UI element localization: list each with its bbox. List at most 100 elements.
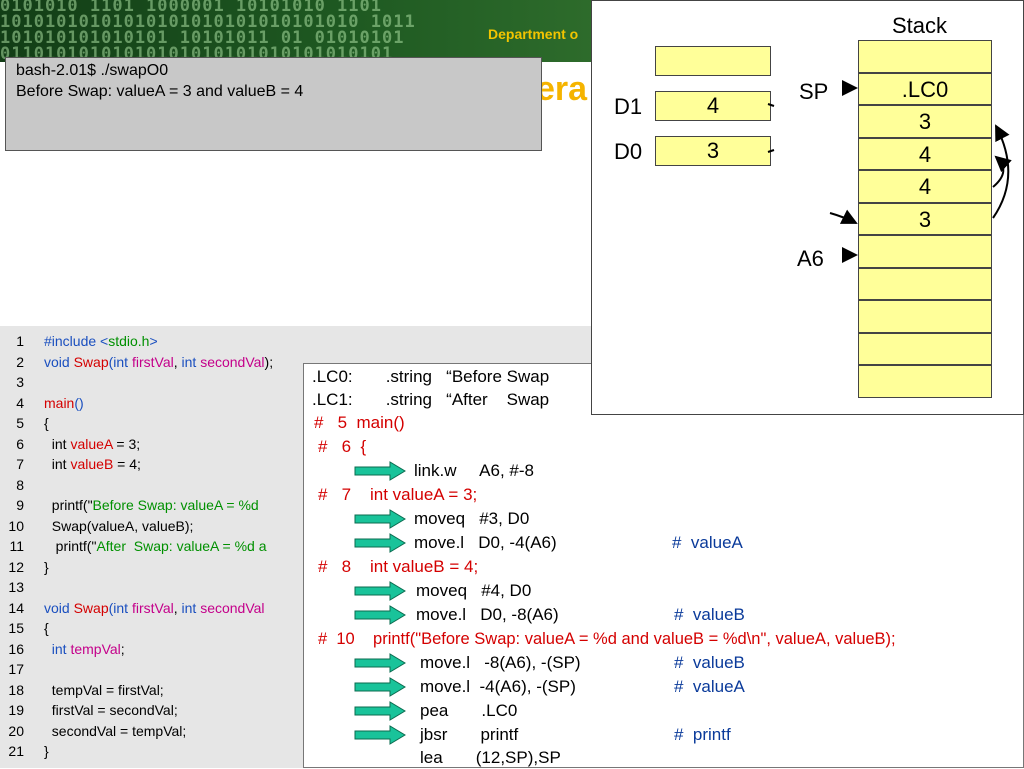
register-label-d1: D1 [614, 94, 643, 119]
stack-title: Stack [892, 13, 948, 38]
register-box-blank [655, 46, 771, 76]
asm-instruction: link.w A6, #-8 [414, 461, 534, 480]
assembly-listing: .LC0: .string “Before Swap .LC1: .string… [303, 363, 1024, 768]
code-token: { [44, 620, 49, 636]
right-arrow-icon [354, 533, 406, 553]
pointer-arrows [767, 80, 1012, 263]
code-token: int [44, 456, 71, 472]
register-label-d0: D0 [614, 139, 643, 164]
asm-instruction: move.l -4(A6), -(SP) [420, 677, 576, 696]
line-number: 18 [8, 681, 24, 698]
code-line: 7 int valueB = 4; [0, 454, 141, 474]
stack-cell: 4 [858, 170, 992, 203]
line-number: 3 [16, 374, 24, 390]
code-token: { [44, 415, 49, 431]
code-token: int [181, 599, 201, 616]
stack-cell [858, 365, 992, 398]
line-number: 20 [8, 722, 24, 739]
stack-diagram: Stack D1 4 D0 3 SP A6 .LC0 3 4 4 3 [591, 0, 1024, 415]
d0-tick [767, 149, 775, 153]
asm-instruction: pea .LC0 [420, 701, 518, 720]
stack-cell [858, 332, 992, 365]
code-line: 9 printf("Before Swap: valueA = %d [0, 495, 259, 515]
right-arrow-icon [354, 461, 406, 481]
right-arrow-icon [354, 581, 406, 601]
asm-instruction: moveq #3, D0 [414, 509, 530, 528]
code-token: int [181, 353, 201, 370]
asm-comment: # 7 int valueA = 3; [318, 485, 478, 504]
line-number: 1 [16, 333, 24, 349]
right-arrow-icon [354, 701, 406, 721]
asm-comment: # 10 printf("Before Swap: valueA = %d an… [318, 630, 896, 648]
line-number: 19 [8, 702, 24, 718]
line-number: 9 [16, 497, 24, 513]
code-token: After Swap: valueA = %d a [96, 538, 267, 554]
code-token: main [44, 394, 75, 411]
code-line: 16 int tempVal; [0, 639, 124, 659]
code-token: valueA [70, 435, 113, 452]
line-number: 13 [8, 579, 24, 595]
asm-instruction: jbsr printf [420, 725, 519, 744]
line-number: 5 [16, 415, 24, 431]
code-token: firstVal = secondVal; [44, 702, 178, 718]
code-token: int [113, 599, 132, 616]
asm-annotation: # valueA [674, 677, 745, 696]
asm-instruction: moveq #4, D0 [416, 581, 532, 600]
line-number: 10 [8, 517, 24, 534]
line-number: 4 [16, 394, 24, 411]
code-token: = 3; [112, 435, 141, 452]
code-token: printf(" [44, 497, 93, 513]
code-token: void [44, 353, 74, 370]
code-token: secondVal [200, 353, 265, 370]
line-number: 21 [8, 743, 24, 759]
terminal-window: bash-2.01$ ./swapO0 Before Swap: valueA … [5, 57, 542, 151]
asm-comment: # 5 main() [314, 413, 405, 432]
code-token: , [173, 599, 182, 616]
code-token: int [44, 435, 71, 452]
code-line: 15 { [0, 618, 49, 638]
right-arrow-icon [354, 725, 406, 745]
line-number: 14 [8, 599, 24, 616]
a6-label: A6 [797, 246, 824, 271]
code-token: firstVal [131, 599, 174, 616]
stack-cell: 3 [858, 105, 992, 138]
code-token: firstVal [131, 353, 174, 370]
code-token: , [173, 353, 182, 370]
code-token: } [44, 558, 49, 575]
code-token: > [149, 333, 158, 349]
stack-cell [858, 267, 992, 300]
asm-annotation: # valueB [674, 605, 745, 624]
code-token: stdio.h [108, 333, 150, 349]
d1-tick [767, 103, 775, 107]
stack-cell: 4 [858, 137, 992, 170]
asm-directive: .LC0: .string “Before Swap [312, 367, 550, 386]
code-line: 3 [0, 372, 44, 392]
code-line: 10 Swap(valueA, valueB); [0, 516, 193, 536]
code-token: Swap(valueA, valueB); [44, 517, 194, 534]
asm-instruction: move.l D0, -8(A6) [416, 605, 559, 624]
code-token: () [74, 394, 84, 411]
line-number: 15 [8, 620, 24, 636]
code-line: 17 [0, 659, 44, 679]
right-arrow-icon [354, 605, 406, 625]
code-token: Swap [73, 599, 109, 616]
code-line: 1 #include <stdio.h> [0, 331, 158, 351]
code-token: ); [264, 353, 274, 370]
line-number: 2 [16, 353, 24, 370]
code-token: = 4; [113, 456, 141, 472]
code-line: 6 int valueA = 3; [0, 434, 140, 454]
code-token: secondVal = tempVal; [44, 722, 187, 739]
code-line: 5{ [0, 413, 49, 433]
frame-pointer-arrow [829, 209, 858, 224]
asm-comment: # 6 { [318, 437, 367, 456]
code-token: void [44, 599, 74, 616]
code-token: Swap [73, 353, 109, 370]
department-label: Department o [488, 26, 579, 42]
code-token: tempVal = firstVal; [44, 681, 164, 698]
terminal-line: Before Swap: valueA = 3 and valueB = 4 [16, 83, 304, 100]
code-token: Before Swap: valueA = %d [92, 497, 259, 513]
code-token: #include < [44, 333, 109, 349]
code-token: } [44, 743, 49, 759]
code-token: valueB [70, 456, 114, 472]
code-token: printf(" [44, 538, 97, 554]
